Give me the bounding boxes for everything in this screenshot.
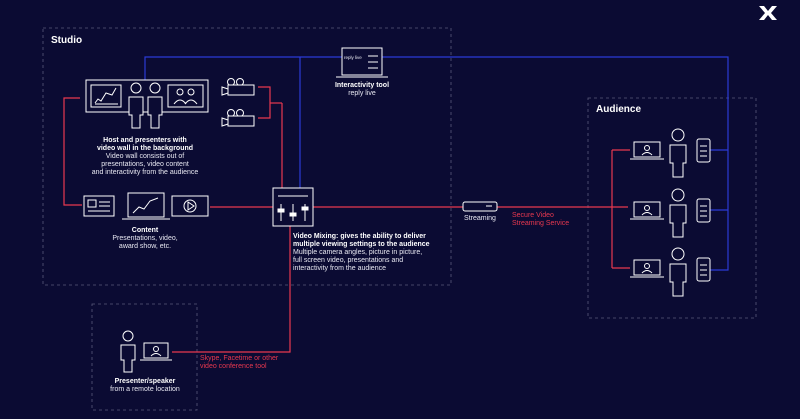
streaming-label: Streaming [464,215,496,222]
content-desc-line-1: Presentations, video, [112,235,178,242]
host-title-line-1: Host and presenters with [103,137,187,144]
remote-title: Presenter/speaker [114,378,176,385]
interactivity-title: Interactivity tool [334,82,390,89]
remote-desc: from a remote location [110,386,180,393]
mixing-title-line-2: multiple viewing settings to the audienc… [293,241,430,248]
streaming-device-icon [462,201,498,212]
remote-region [91,303,198,411]
studio-region [42,27,452,286]
streaming-service-line-2: Streaming Service [512,220,570,227]
remote-tool-line-2: video conference tool [200,363,267,370]
mixing-desc-line-1: Multiple camera angles, picture in pictu… [293,249,423,256]
mixing-desc-line-3: interactivity from the audience [293,265,386,272]
host-desc-line-3: and interactivity from the audience [91,169,199,176]
camera-icon [221,78,255,96]
audience-member-icon [630,247,711,297]
host-presenters-icon [128,82,163,129]
streaming-service-line-1: Secure Video [512,212,554,219]
video-mixer-icon [272,187,314,227]
camera-icon [221,109,255,127]
audience-member-icon [630,128,711,178]
audience-member-icon [630,188,711,238]
remote-presenter-icon [120,330,172,373]
mixing-title-line-1: Video Mixing: gives the ability to deliv… [293,233,426,240]
content-screens-icon [83,192,209,220]
host-desc-line-2: presentations, video content [101,161,189,168]
video-wall-icon [85,79,209,113]
studio-title: Studio [51,35,83,46]
audience-region [587,97,757,319]
audience-title: Audience [596,104,642,115]
remote-tool-line-1: Skype, Facetime or other [200,355,279,362]
host-title-line-2: video wall in the background [96,145,194,152]
brand-logo-icon [759,6,777,20]
content-desc-line-2: award show, etc. [118,243,172,250]
laptop-screen-text: reply live [344,55,362,60]
host-desc-line-1: Video wall consists out of [105,153,185,160]
interactivity-subtitle: reply live [348,90,376,97]
content-title: Content [131,227,159,234]
interactivity-network [144,56,729,271]
interactivity-laptop-icon [336,47,388,78]
mixing-desc-line-2: full screen video, presentations and [293,257,404,264]
